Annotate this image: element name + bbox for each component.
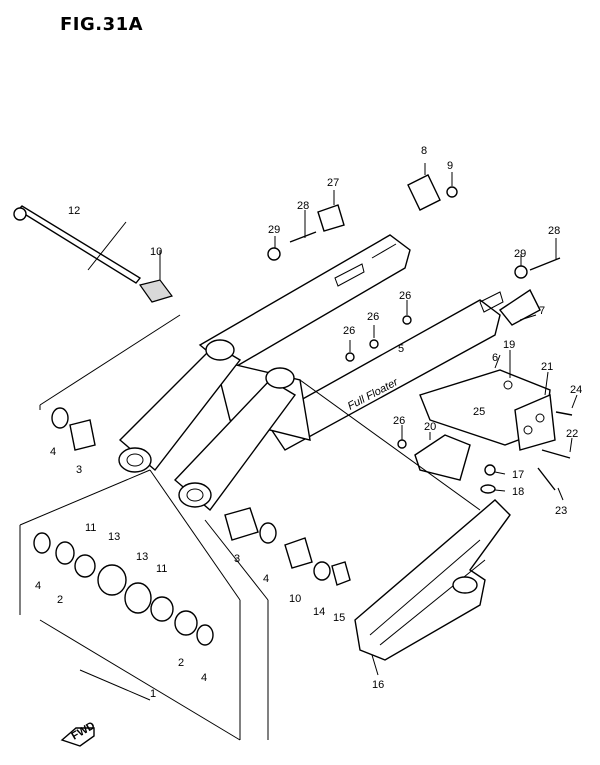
- callout-2: 2: [178, 657, 184, 669]
- callout-26: 26: [399, 290, 411, 302]
- callout-3: 3: [76, 464, 82, 476]
- fwd-arrow: FWD: [60, 720, 97, 747]
- callout-17: 17: [512, 469, 524, 481]
- callout-22: 22: [566, 428, 578, 440]
- callout-4: 4: [201, 672, 207, 684]
- callout-5: 5: [398, 343, 404, 355]
- callout-18: 18: [512, 486, 524, 498]
- callout-19: 19: [503, 339, 515, 351]
- callout-11: 11: [156, 563, 167, 575]
- leader-lines: [19, 163, 578, 741]
- callout-21: 21: [541, 361, 553, 373]
- callout-4: 4: [263, 573, 269, 585]
- callout-16: 16: [372, 679, 384, 691]
- callout-7: 7: [539, 305, 545, 317]
- figure-title: FIG.31A: [60, 14, 144, 35]
- swing-arm: Full Floater: [118, 234, 504, 512]
- caliper-bracket: [419, 369, 556, 451]
- callout-10: 10: [150, 246, 162, 258]
- chain-guard: [354, 499, 511, 661]
- callout-10: 10: [289, 593, 301, 605]
- callout-28: 28: [297, 200, 309, 212]
- callout-11: 11: [85, 522, 96, 534]
- left-hardware: [33, 407, 214, 646]
- callout-13: 13: [108, 531, 120, 543]
- callout-27: 27: [327, 177, 339, 189]
- callout-26: 26: [367, 311, 379, 323]
- center-hardware: [224, 174, 573, 586]
- callout-15: 15: [333, 612, 345, 624]
- callout-4: 4: [50, 446, 56, 458]
- callout-25: 25: [473, 406, 485, 418]
- pivot-shaft: [13, 205, 173, 303]
- callout-26: 26: [343, 325, 355, 337]
- callout-12: 12: [68, 205, 80, 217]
- callout-23: 23: [555, 505, 567, 517]
- callout-24: 24: [570, 384, 582, 396]
- callout-2: 2: [57, 594, 63, 606]
- callout-4: 4: [35, 580, 41, 592]
- callout-8: 8: [421, 145, 427, 157]
- callout-29: 29: [514, 248, 526, 260]
- callout-26: 26: [393, 415, 405, 427]
- callout-29: 29: [268, 224, 280, 236]
- callout-numbers: 1 2 2 3 3 4 4 4 4 5 6 7 8 9 10 10 11 11 …: [35, 145, 582, 700]
- callout-28: 28: [548, 225, 560, 237]
- callout-6: 6: [492, 352, 498, 364]
- callout-14: 14: [313, 606, 325, 618]
- callout-1: 1: [150, 688, 156, 700]
- callout-3: 3: [234, 553, 240, 565]
- callout-20: 20: [424, 421, 436, 433]
- chain-cover: [414, 434, 471, 481]
- callout-13: 13: [136, 551, 148, 563]
- callout-9: 9: [447, 160, 453, 172]
